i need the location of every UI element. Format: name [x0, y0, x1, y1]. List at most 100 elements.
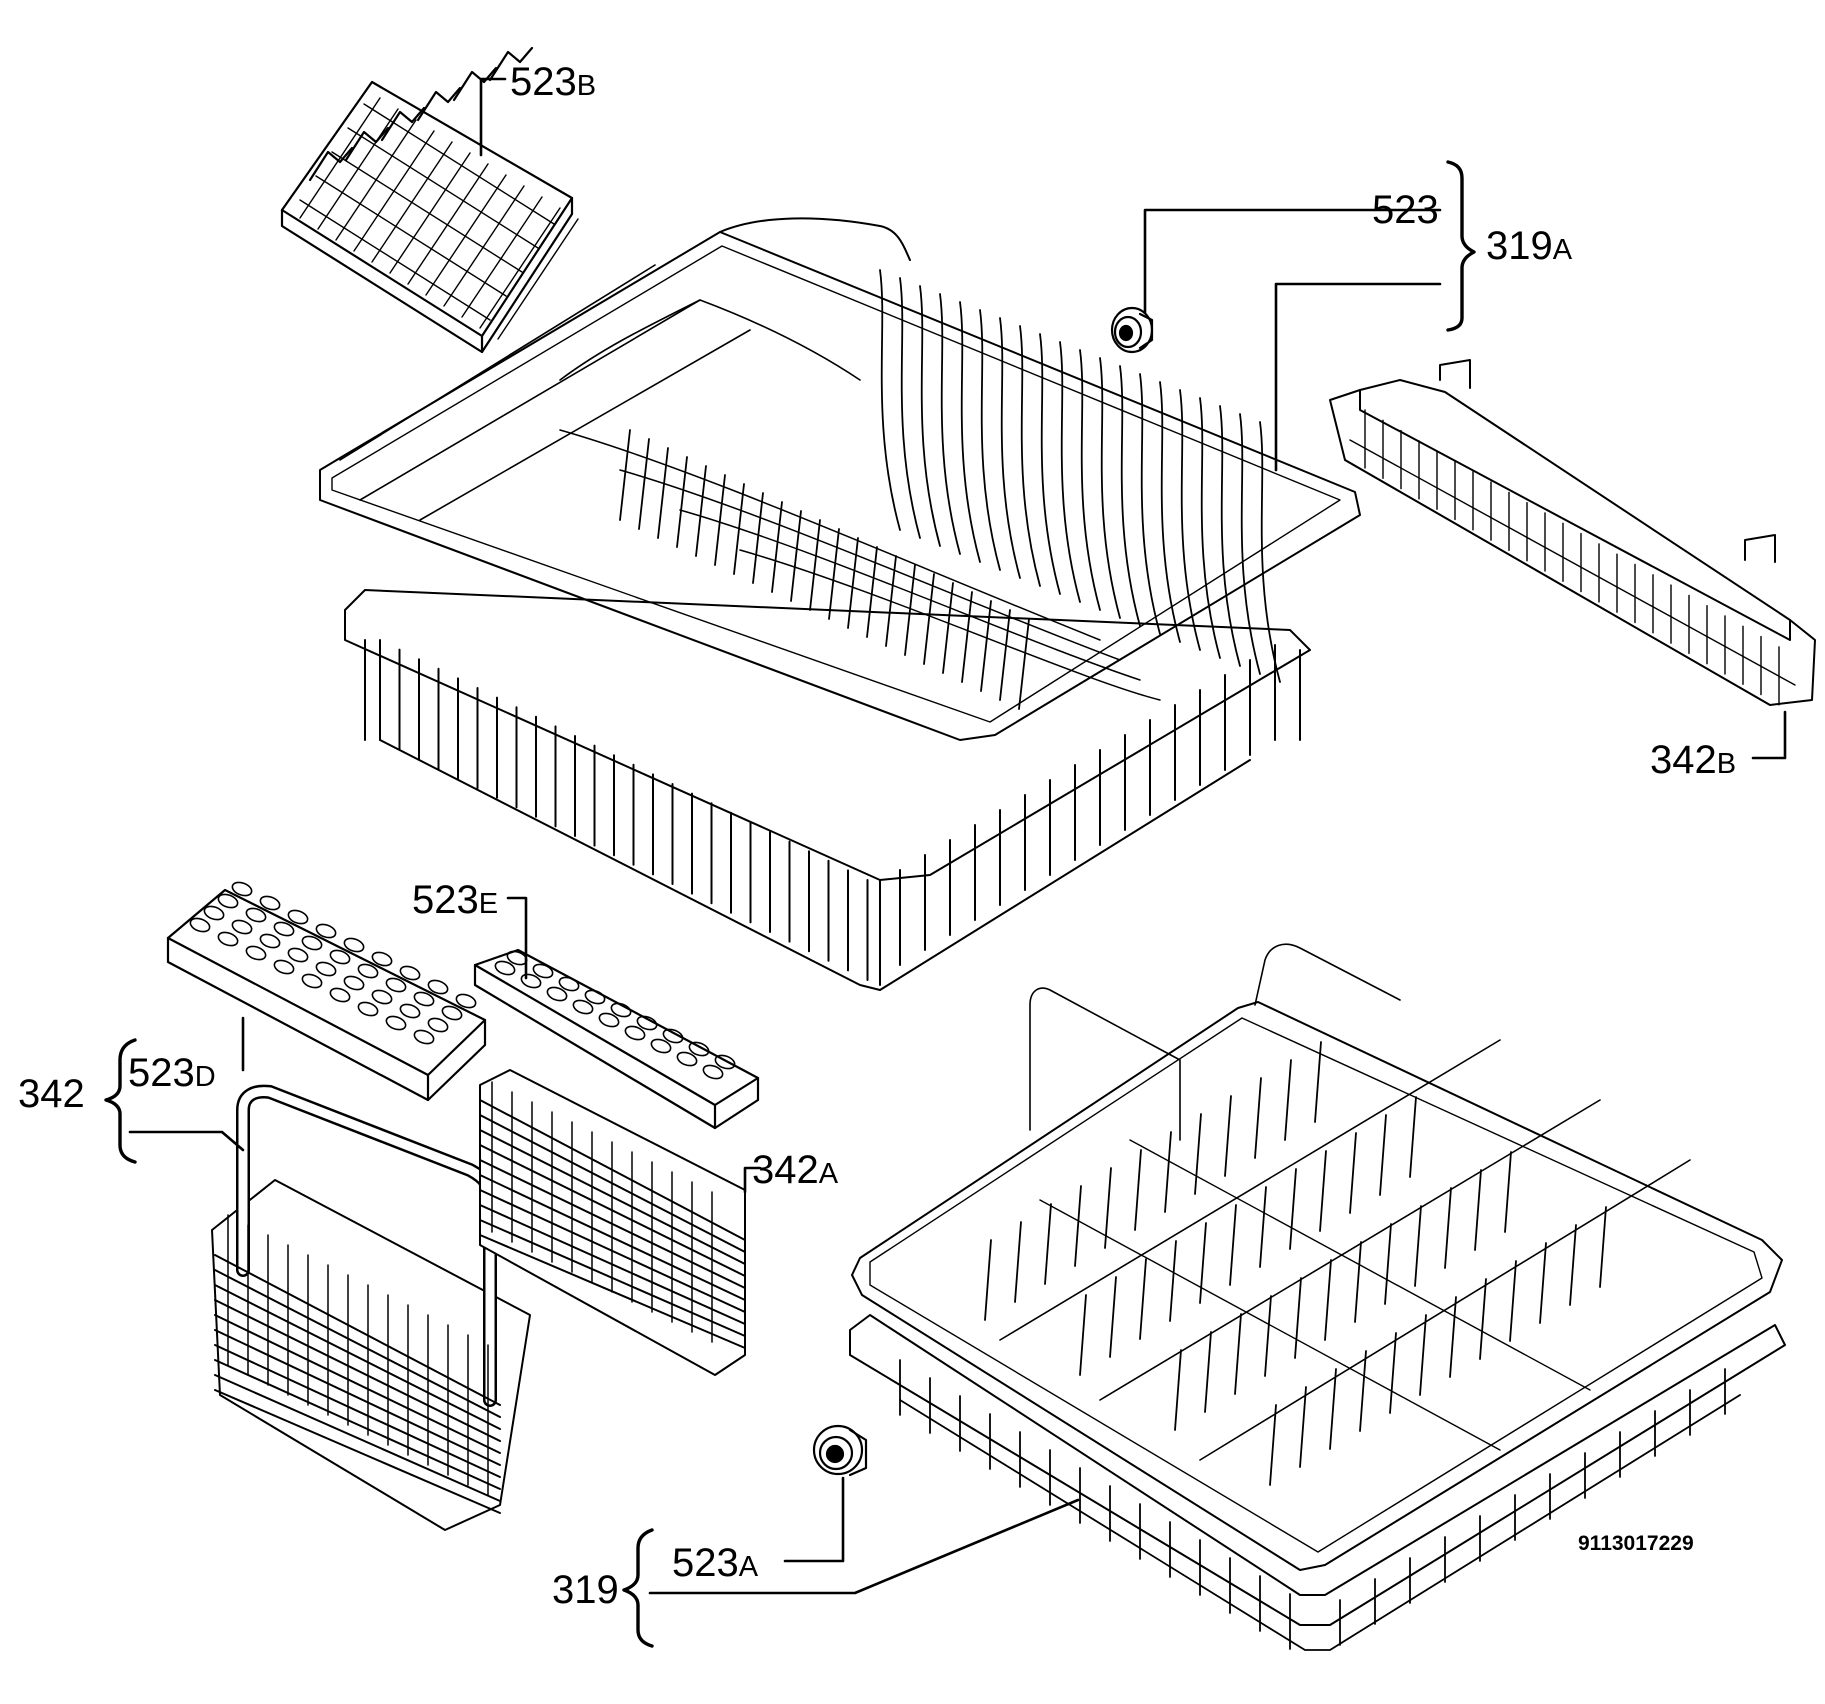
grid-d-hole [427, 1017, 449, 1033]
comb-rib [479, 207, 561, 329]
comb-rib [497, 218, 579, 340]
grid-e-hole [688, 1041, 710, 1057]
basket-342a-ring [479, 1234, 746, 1349]
lower-tine [1224, 1095, 1232, 1177]
grid-e-hole [702, 1064, 724, 1080]
grid-d-hole [427, 979, 449, 995]
grid-d-hole [371, 989, 393, 1005]
lower-tine [1109, 1276, 1117, 1358]
lower-tine [1359, 1350, 1367, 1432]
grid-e-hole [650, 1038, 672, 1054]
lower-tine [1419, 1314, 1427, 1396]
basket-342a-ring [479, 1144, 746, 1277]
grid-d-hole [315, 923, 337, 939]
lower-tine [1134, 1149, 1142, 1231]
basket-342-bars [227, 1214, 489, 1496]
grid-d-hole [301, 973, 323, 989]
comb-tooth [308, 146, 354, 182]
lower-tine [1199, 1222, 1207, 1304]
grid-e-hole [546, 986, 568, 1002]
upper-tine [919, 285, 941, 547]
label-523b: 523B [510, 60, 597, 104]
comb-tooth [344, 126, 390, 162]
grid-e-hole [494, 960, 516, 976]
comb-rib [443, 185, 525, 307]
label-319: 319 [552, 1568, 619, 1612]
lower-tine [1569, 1224, 1577, 1306]
part-523a-roller-wheel [812, 1424, 868, 1477]
upper-plate-tine [790, 510, 802, 602]
grid-e-hole [624, 1025, 646, 1041]
upper-tine [1039, 333, 1061, 595]
grid-e-hole [572, 999, 594, 1015]
lower-tine [1479, 1278, 1487, 1360]
label-342b: 342B [1650, 738, 1737, 782]
lower-tine [1259, 1186, 1267, 1268]
bracket-342 [104, 1038, 137, 1164]
grid-d-hole [217, 931, 239, 947]
grid-d-hole [245, 945, 267, 961]
upper-tine [1199, 397, 1221, 659]
upper-plate-tine [980, 600, 992, 692]
lower-tine [1014, 1221, 1022, 1303]
lower-basket-legs [899, 1359, 1726, 1650]
lower-tine [1379, 1114, 1387, 1196]
upper-plate-tine [923, 573, 935, 665]
comb-grid [299, 97, 579, 340]
grid-d-hole [357, 963, 379, 979]
basket-342a-ring [479, 1099, 746, 1241]
comb-teeth [308, 46, 534, 182]
upper-cross-wire [619, 469, 1121, 661]
upper-tine [1099, 357, 1121, 619]
grid-d-hole [441, 1005, 463, 1021]
basket-342-ring [214, 1359, 501, 1490]
grid-e-hole [598, 1012, 620, 1028]
diagram-code: 9113017229 [1578, 1532, 1694, 1555]
lower-tine [1139, 1258, 1147, 1340]
lower-basket [849, 943, 1786, 1651]
grid-d-hole [287, 947, 309, 963]
lower-tine [1504, 1151, 1512, 1233]
grid-d-hole [231, 881, 253, 897]
comb-tooth [416, 86, 462, 122]
grid-d-hole [399, 965, 421, 981]
grid-d-hole [413, 991, 435, 1007]
upper-tine [979, 309, 1001, 571]
part-342b-side-basket [1329, 359, 1816, 706]
lower-tine [1104, 1167, 1112, 1249]
basket-342a-ring [479, 1129, 746, 1265]
grid-e-hole [714, 1054, 736, 1070]
lower-tine [1254, 1077, 1262, 1159]
grid-d-hole [245, 907, 267, 923]
lower-tine [1449, 1296, 1457, 1378]
lower-tine [1444, 1187, 1452, 1269]
comb-rib [389, 152, 471, 274]
upper-plate-tine [695, 465, 707, 557]
lower-tine [1349, 1132, 1357, 1214]
upper-tine [1219, 405, 1241, 667]
comb-rib [407, 163, 489, 285]
label-523: 523 [1372, 188, 1439, 232]
lower-tine [1599, 1206, 1607, 1288]
label-342a: 342A [752, 1148, 839, 1192]
lower-tine [1074, 1185, 1082, 1267]
part-523d-cutlery-grid [166, 881, 487, 1102]
grid-d-hole [301, 935, 323, 951]
upper-tine [1019, 325, 1041, 587]
upper-plate-tine [904, 564, 916, 656]
upper-cross-wire [559, 429, 1101, 641]
upper-tine [1179, 389, 1201, 651]
comb-rail [363, 103, 555, 225]
upper-tine [1079, 349, 1101, 611]
lower-tine [1264, 1295, 1272, 1377]
basket-342a-rings [479, 1099, 746, 1349]
upper-plate-tine [999, 609, 1011, 701]
comb-rail [315, 175, 507, 297]
comb-rail [347, 127, 539, 249]
label-319a: 319A [1486, 224, 1573, 268]
grid-d-hole [315, 961, 337, 977]
side-basket-bars [1349, 409, 1796, 706]
lower-tine [1409, 1096, 1417, 1178]
basket-342-ring [214, 1374, 501, 1502]
